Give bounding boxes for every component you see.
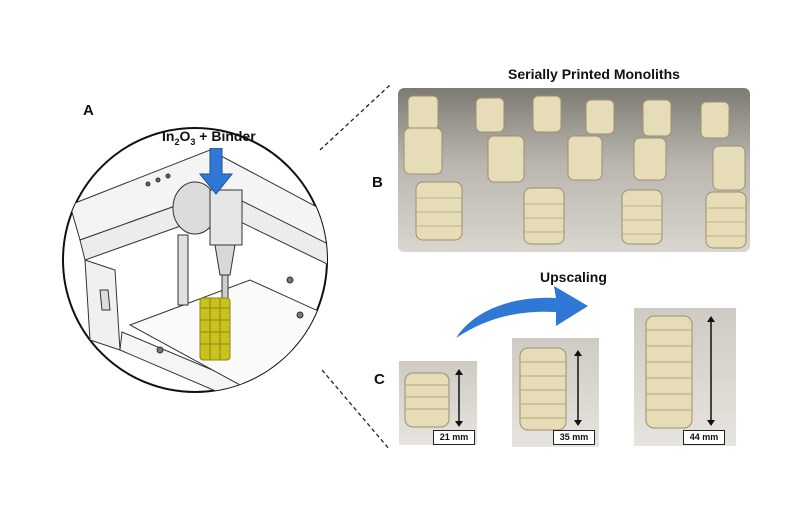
caption-binder: + Binder — [195, 128, 256, 144]
panel-b-title: Serially Printed Monoliths — [508, 66, 680, 82]
caption-in: In — [162, 128, 175, 144]
down-arrow-icon — [198, 148, 234, 195]
caption-sub-2: 2 — [174, 136, 180, 147]
printed-monolith-icon — [199, 297, 231, 361]
sample-photo-2 — [512, 338, 599, 447]
monoliths-photo — [398, 88, 750, 252]
panel-label-c: C — [374, 371, 385, 388]
panel-c-title: Upscaling — [540, 269, 607, 285]
monolith-array — [403, 95, 747, 249]
caption-o: O — [179, 128, 191, 144]
zoom-connector-lines — [319, 84, 391, 451]
height-label-1: 21 mm — [433, 430, 475, 445]
panel-label-a: A — [83, 102, 94, 119]
upscaling-arrow-icon — [456, 286, 588, 338]
panel-label-b: B — [372, 174, 383, 191]
printer-illustration — [62, 127, 328, 393]
height-label-3: 44 mm — [683, 430, 725, 445]
feedstock-caption: In2O3 + Binder — [162, 128, 256, 147]
caption-sub-3: 3 — [190, 136, 196, 147]
height-label-2: 35 mm — [553, 430, 595, 445]
sample-photo-3 — [634, 308, 736, 446]
